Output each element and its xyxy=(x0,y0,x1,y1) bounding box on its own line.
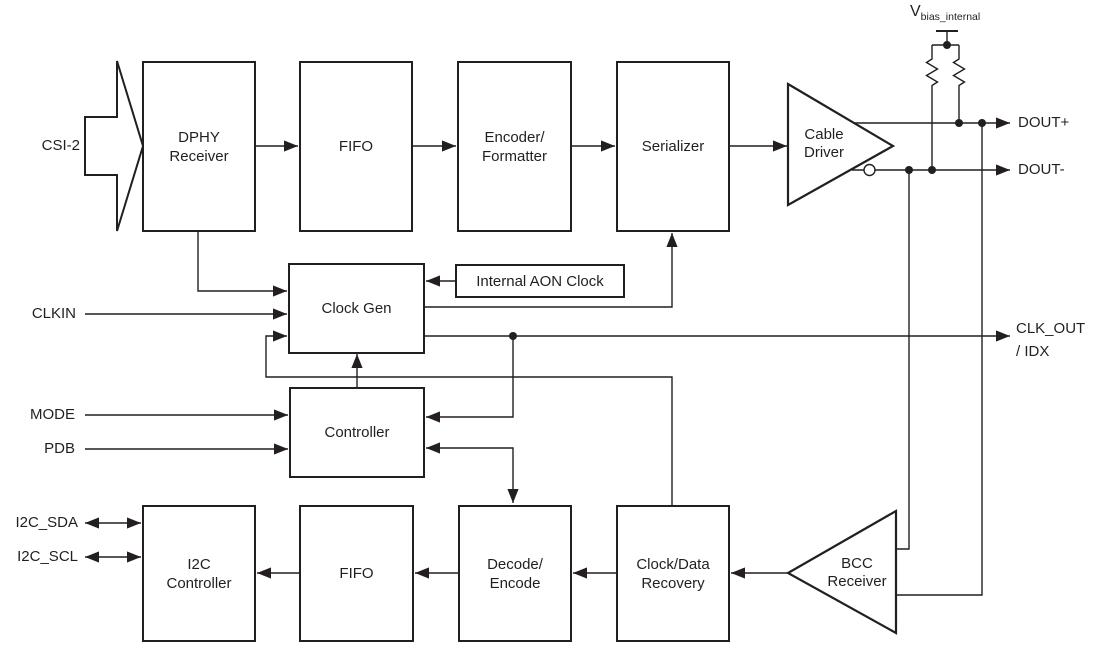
port-label-mode: MODE xyxy=(30,406,75,423)
port-label-dout-minus: DOUT- xyxy=(1018,161,1065,178)
block-label: Clock Gen xyxy=(321,300,392,317)
block-label: FIFO xyxy=(338,138,374,155)
block-clock-data-recovery: Clock/Data Recovery xyxy=(616,505,730,642)
wire-doutminus-to-bcc xyxy=(897,170,910,550)
block-label: Controller xyxy=(324,424,390,441)
block-fifo-top: FIFO xyxy=(299,61,413,232)
block-label: Serializer xyxy=(641,138,705,155)
block-label: I2C xyxy=(187,555,211,573)
junction-doutminus-branch xyxy=(905,166,913,174)
resistor-right xyxy=(952,45,966,123)
port-label-pdb: PDB xyxy=(44,440,75,457)
block-label: Receiver xyxy=(827,573,887,590)
block-i2c-controller: I2C Controller xyxy=(142,505,256,642)
block-label: Driver xyxy=(804,144,844,161)
resistor-left xyxy=(925,45,939,170)
vbias-subscript: bias_internal xyxy=(920,11,981,24)
block-controller: Controller xyxy=(289,387,425,478)
junction-doutminus-resistor xyxy=(928,166,936,174)
block-label: FIFO xyxy=(339,565,374,582)
block-label: Cable xyxy=(804,126,844,143)
block-label: Encoder/ xyxy=(484,128,545,146)
junction-clkout-branch xyxy=(509,332,517,340)
block-dphy-receiver: DPHY Receiver xyxy=(142,61,256,232)
clk-out-line1: CLK_OUT xyxy=(1016,320,1086,337)
block-clock-gen: Clock Gen xyxy=(288,263,425,354)
cable-driver-triangle xyxy=(786,82,896,207)
bcc-receiver-triangle xyxy=(785,509,898,635)
wire-dphy-to-clockgen xyxy=(197,231,287,297)
wire-doutplus-to-bcc xyxy=(897,123,983,596)
block-label: Receiver xyxy=(169,147,229,165)
block-label: Formatter xyxy=(481,147,547,165)
block-label: DPHY xyxy=(178,128,220,146)
wire-clockgen-to-serializer xyxy=(424,233,678,308)
wire-cdr-to-clockgen-loop xyxy=(265,330,673,505)
port-label-vbias-internal: Vbias_internal xyxy=(910,4,980,25)
bcc-receiver-label: BCC Receiver xyxy=(818,555,896,591)
wire-controller-decode-link xyxy=(426,442,519,503)
port-label-clkin: CLKIN xyxy=(31,305,76,322)
block-label: Internal AON Clock xyxy=(476,272,604,290)
block-label: Decode/ xyxy=(487,555,543,573)
junction-vbias xyxy=(943,41,951,49)
block-label: Recovery xyxy=(641,574,705,592)
port-label-i2c-scl: I2C_SCL xyxy=(17,548,78,565)
block-serializer: Serializer xyxy=(616,61,730,232)
block-label: BCC xyxy=(841,555,873,572)
csi2-arrow-shape xyxy=(84,60,145,232)
vbias-prefix: V xyxy=(910,3,921,20)
block-label: Encode xyxy=(489,574,541,592)
block-encoder-formatter: Encoder/ Formatter xyxy=(457,61,572,232)
block-label: Clock/Data xyxy=(636,555,710,573)
clk-out-line2: / IDX xyxy=(1016,343,1050,360)
port-label-clk-out-idx: CLK_OUT / IDX xyxy=(1016,317,1085,363)
block-label: Controller xyxy=(166,574,232,592)
port-label-i2c-sda: I2C_SDA xyxy=(15,514,78,531)
block-fifo-bottom: FIFO xyxy=(299,505,414,642)
junction-dots xyxy=(509,41,986,340)
wire-clkout-branch-to-controller xyxy=(426,336,514,423)
port-label-dout-plus: DOUT+ xyxy=(1018,114,1070,131)
junction-doutplus-resistor xyxy=(955,119,963,127)
block-decode-encode: Decode/ Encode xyxy=(458,505,572,642)
cable-driver-label: Cable Driver xyxy=(790,126,858,162)
port-label-csi2: CSI-2 xyxy=(41,137,80,154)
inverting-output-bubble xyxy=(863,163,876,177)
block-internal-aon-clock: Internal AON Clock xyxy=(455,264,625,298)
junction-doutplus-branch xyxy=(978,119,986,127)
